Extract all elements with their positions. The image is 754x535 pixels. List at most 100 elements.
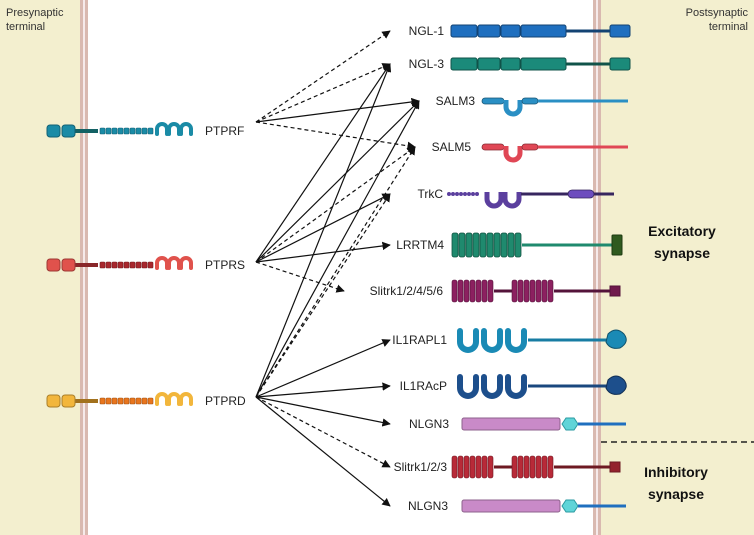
linker-domain [561,499,579,513]
fibronectin-domain [129,397,136,405]
fibronectin-domain [123,261,130,269]
lrr-domain-c [511,279,518,303]
lrr-domain-n [469,455,476,479]
fibronectin-domain [117,261,124,269]
fibronectin-domain [147,127,154,135]
lrr-domain-n [475,279,482,303]
interaction-arrow [255,30,391,123]
postsynaptic-protein-slitrk1-2-3: Slitrk1/2/3 [394,455,621,479]
lrr-domain-n [457,279,464,303]
presynaptic-membrane-inner [85,0,88,535]
lrr-domain [450,24,478,38]
lrr-domain [514,232,522,258]
lrr-domain-n [463,455,470,479]
intracellular-domain [609,24,631,38]
lrr-domain-c [547,455,554,479]
lrr-domain [450,57,478,71]
interaction-arrows [255,30,420,507]
fibronectin-domain [117,127,124,135]
lrr-domain [477,57,501,71]
protein-label: PTPRS [205,258,245,272]
fibronectin-domain [135,397,142,405]
fibronectin-domain [111,127,118,135]
presynaptic-protein-ptprs: PTPRS [46,256,245,272]
intracellular-domain [61,124,76,138]
lrr-domain-c [547,279,554,303]
interaction-arrow [255,193,391,398]
postsynaptic-membrane-mid [596,0,598,535]
interaction-arrow [255,121,416,150]
lrr-domain-c [541,279,548,303]
ig-loop [505,374,527,399]
lrr-domain [500,24,521,38]
lrr-domain [520,57,567,71]
lrr-domain-c [517,279,524,303]
postsynaptic-proteins: NGL-1NGL-3SALM3SALM5TrkCLRRTM4Slitrk1/2/… [370,24,631,513]
fibronectin-domain [111,261,118,269]
postsynaptic-region [599,0,754,535]
fibronectin-domain [117,397,124,405]
ig-loop [155,256,169,270]
transmembrane-segment [62,263,98,267]
interaction-arrow [255,100,420,263]
lrr-bead [455,192,459,196]
lrr-domain-c [523,455,530,479]
lrr-domain-n [451,279,458,303]
postsynaptic-protein-salm5: SALM5 [432,140,628,163]
intracellular-domain [61,258,76,272]
lrr-domain [481,143,505,151]
transmembrane-segment [62,399,98,403]
protein-label: Slitrk1/2/4/5/6 [370,284,444,298]
ig-loop [155,392,169,406]
fibronectin-domain [99,397,106,405]
stem [554,289,610,293]
lrr-domain [500,57,521,71]
lrr-bead [447,192,451,196]
lrr-domain-c [523,279,530,303]
intracellular-domain [609,461,621,473]
kinase-domain [567,189,595,199]
fibronectin-domain [129,261,136,269]
lrr-domain-n [487,455,494,479]
fibronectin-domain [111,397,118,405]
lrr-domain [465,232,473,258]
lrr-domain-c [529,455,536,479]
lrr-domain-n [481,455,488,479]
intracellular-domain [46,124,61,138]
postsynaptic-protein-salm3: SALM3 [436,94,628,117]
protein-label: SALM3 [436,94,476,108]
stem [528,338,610,342]
ig-loop [179,392,193,406]
ig-loop [167,122,181,136]
ig-loop [179,122,193,136]
intracellular-domain [46,258,61,272]
ig-loop [481,374,503,399]
lrr-bead [471,192,475,196]
interaction-arrow [255,339,391,398]
intracellular-domain [611,234,623,256]
lrr-domain-c [541,455,548,479]
postsynaptic-protein-trkc: TrkC [417,187,614,209]
postsynaptic-membrane-inner [598,0,601,535]
fibronectin-domain [99,261,106,269]
postsynaptic-membrane-outer [593,0,596,535]
protein-label: IL1RAPL1 [392,333,447,347]
stem [521,192,568,196]
ig-loop [503,100,523,117]
lrr-domain-c [529,279,536,303]
interaction-arrow [255,241,391,263]
protein-label: PTPRD [205,394,246,408]
tir-domain [605,375,627,395]
ig-loop [457,374,479,399]
interaction-arrow [255,261,345,293]
fibronectin-domain [521,97,539,105]
interaction-arrow [255,146,416,263]
stem [594,192,614,196]
protein-label: PTPRF [205,124,244,138]
fibronectin-domain [147,261,154,269]
interaction-arrow [255,193,391,263]
lrr-domain-n [487,279,494,303]
